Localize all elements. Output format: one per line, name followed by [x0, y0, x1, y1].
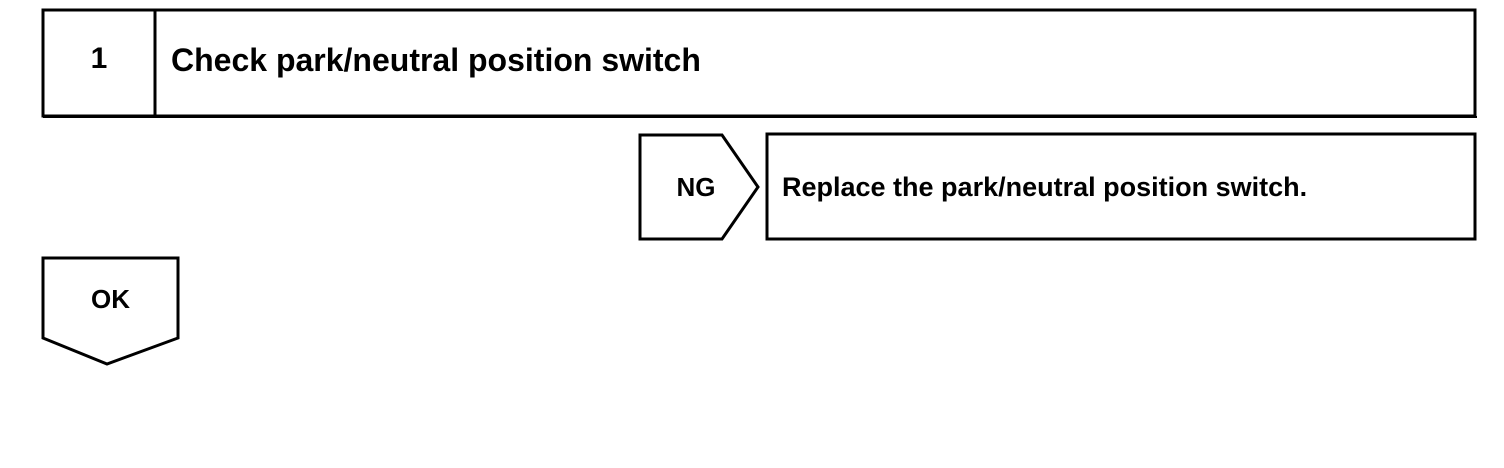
ng-action-text: Replace the park/neutral position switch… — [782, 172, 1308, 202]
ok-arrow-shape — [41, 256, 180, 366]
ng-label: NG — [676, 172, 716, 202]
step-title: Check park/neutral position switch — [171, 42, 701, 78]
ok-label: OK — [91, 284, 130, 314]
ng-action-box — [765, 132, 1477, 241]
ng-arrow-shape — [638, 133, 760, 241]
step-number: 1 — [90, 42, 108, 75]
